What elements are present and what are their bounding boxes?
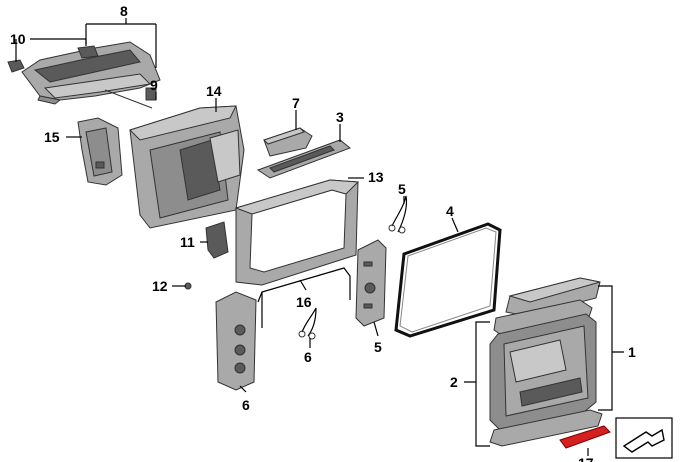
callout-14: 14 [206, 83, 222, 99]
leader-lines [15, 18, 624, 456]
callout-5-upper: 5 [398, 181, 406, 197]
callout-7: 7 [292, 95, 300, 111]
spring-lower-part [298, 307, 317, 340]
callout-3: 3 [336, 109, 344, 125]
callout-17: 17 [578, 455, 594, 462]
wire-bracket-part [257, 267, 351, 328]
callout-12: 12 [152, 278, 168, 294]
callout-13: 13 [368, 169, 384, 185]
frame-part [234, 179, 360, 286]
case-body-part [489, 313, 597, 431]
spring-upper-part [388, 195, 408, 234]
callout-11: 11 [180, 234, 195, 250]
callout-15: 15 [44, 129, 60, 145]
callout-9: 9 [150, 77, 158, 93]
mounting-bracket-part [21, 41, 161, 109]
callout-10: 10 [10, 31, 26, 47]
hinge-plate-right-part [355, 239, 387, 327]
callout-4: 4 [446, 203, 454, 219]
callout-2: 2 [450, 374, 458, 390]
direction-indicator-icon [615, 417, 673, 459]
callout-6-left: 6 [242, 397, 250, 413]
callout-1: 1 [628, 344, 636, 360]
clip-10-right-part [77, 45, 99, 59]
liner-shell-part [129, 105, 245, 229]
reflector-strip-part [559, 425, 611, 449]
callout-16: 16 [296, 294, 312, 310]
case-top-cap-part [505, 277, 601, 317]
seal-gasket-part [394, 222, 502, 338]
hinge-plate-left-part [215, 291, 257, 391]
rail-part [256, 139, 351, 179]
cover-plate-part [263, 127, 313, 157]
callout-5-lower: 6 [304, 349, 312, 365]
callout-6-right: 5 [374, 339, 382, 355]
case-bottom-rail-part [489, 409, 603, 447]
small-cover-part [205, 221, 229, 259]
callout-8: 8 [120, 3, 128, 19]
side-panel-part [77, 117, 123, 186]
callout-labels: 8 10 9 14 7 3 15 13 5 4 11 12 16 6 5 6 1… [10, 3, 636, 462]
